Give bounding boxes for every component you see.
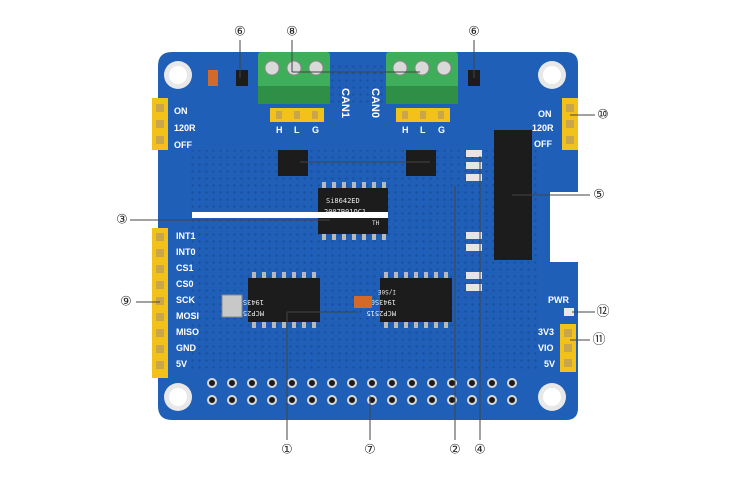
can0-g: G xyxy=(438,125,445,135)
callout-2: ② xyxy=(449,443,461,458)
mcp-left-line2: 1943S0.V xyxy=(229,298,264,306)
crystal-right xyxy=(354,296,372,308)
callout-12: ⑫ xyxy=(596,305,609,320)
pin-mosi: MOSI xyxy=(176,311,199,321)
right-switch-120r: 120R xyxy=(532,123,554,133)
transceiver-left xyxy=(278,150,308,176)
pin-5v: 5V xyxy=(176,359,187,369)
transceiver-right xyxy=(406,150,436,176)
pin-int0: INT0 xyxy=(176,247,196,257)
pin-miso: MISO xyxy=(176,327,199,337)
can0-terminal xyxy=(386,52,458,104)
callout-6-right: ⑥ xyxy=(468,25,480,40)
callout-lines xyxy=(130,40,595,440)
left-termination-jumper xyxy=(152,98,168,150)
can1-h: H xyxy=(276,125,283,135)
vio-5v: 5V xyxy=(544,359,555,369)
callout-10: ⑩ xyxy=(597,108,609,123)
can1-g: G xyxy=(312,125,319,135)
pwr-label: PWR xyxy=(548,295,569,305)
pin-cs0: CS0 xyxy=(176,279,194,289)
callout-6-left: ⑥ xyxy=(234,25,246,40)
mcp-right-line2: 1943S0.V xyxy=(361,298,396,306)
can1-l: L xyxy=(294,125,300,135)
mcp-right-line1: MCP2515 xyxy=(366,309,396,317)
callout-4: ④ xyxy=(474,443,486,458)
right-switch-off: OFF xyxy=(534,139,552,149)
pin-sck: SCK xyxy=(176,295,196,305)
isolator-chip xyxy=(318,182,388,240)
callout-8: ⑧ xyxy=(286,25,298,40)
gpio-header-holes xyxy=(207,378,517,405)
callout-9: ⑨ xyxy=(120,295,132,310)
can0-label: CAN0 xyxy=(369,88,381,118)
can1-terminal xyxy=(258,52,330,104)
can0-l: L xyxy=(420,125,426,135)
can0-h: H xyxy=(402,125,409,135)
can1-hlg-header xyxy=(270,108,324,122)
vio-3v3: 3V3 xyxy=(538,327,554,337)
right-termination-jumper xyxy=(562,98,578,150)
mounting-holes xyxy=(164,61,566,411)
right-switch-on: ON xyxy=(538,109,552,119)
can0-hlg-header xyxy=(396,108,450,122)
vio-vio: VIO xyxy=(538,343,554,353)
vio-jumper xyxy=(560,324,576,372)
mcp2515-left xyxy=(248,272,320,328)
pin-int1: INT1 xyxy=(176,231,196,241)
callout-7: ⑦ xyxy=(364,443,376,458)
can1-label: CAN1 xyxy=(339,88,351,118)
mcp-left-line1: MCP2515 xyxy=(234,309,264,317)
callout-3: ③ xyxy=(116,213,128,228)
left-switch-off: OFF xyxy=(174,140,192,150)
power-led xyxy=(564,308,574,316)
pin-gnd: GND xyxy=(176,343,197,353)
mcp2515-right xyxy=(380,272,452,328)
left-switch-120r: 120R xyxy=(174,123,196,133)
left-switch-on: ON xyxy=(174,106,188,116)
crystal-left xyxy=(221,294,243,318)
isolator-line3: TH xyxy=(372,220,380,227)
led-left xyxy=(208,70,218,86)
callout-5: ⑤ xyxy=(593,188,605,203)
spi-pin-header xyxy=(152,228,168,378)
capacitor-column xyxy=(466,150,482,291)
led-6-left xyxy=(236,70,248,86)
callout-11: ⑪ xyxy=(592,333,605,348)
mcp-right-line3: I/S0E xyxy=(378,288,396,295)
callout-1: ① xyxy=(281,443,293,458)
isolator-line1: Si8642ED xyxy=(326,197,360,205)
pin-cs1: CS1 xyxy=(176,263,194,273)
isolation-slot xyxy=(192,212,388,218)
